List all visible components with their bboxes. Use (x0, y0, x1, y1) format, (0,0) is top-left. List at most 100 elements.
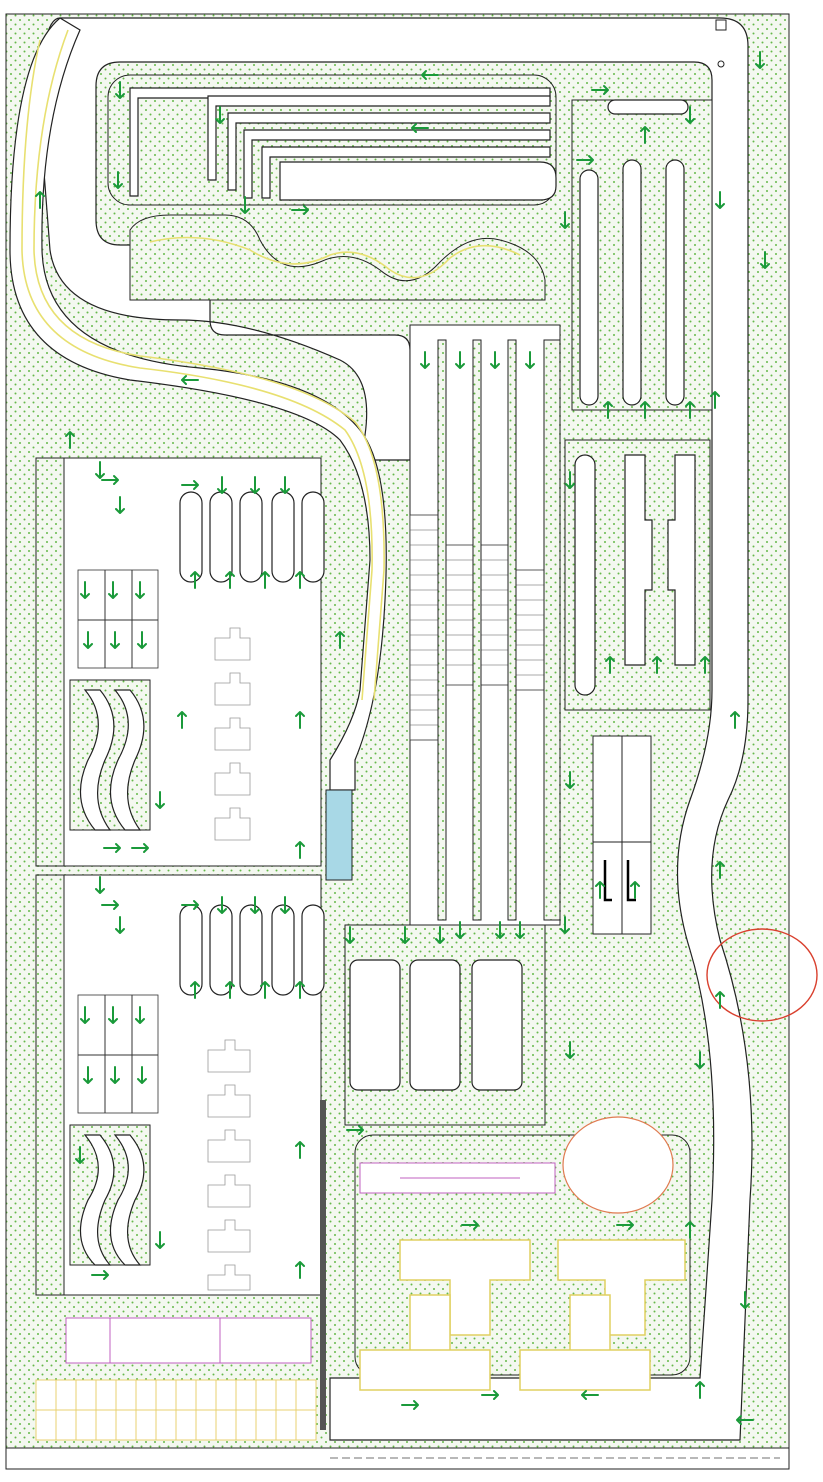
direction-arrow-icon (591, 85, 609, 95)
direction-arrow-icon (652, 656, 662, 674)
direction-arrow-icon (101, 900, 119, 910)
direction-arrows (35, 51, 770, 1425)
direction-arrow-icon (260, 571, 270, 589)
direction-arrow-icon (640, 401, 650, 419)
direction-arrow-icon (155, 791, 165, 809)
direction-arrow-icon (225, 571, 235, 589)
direction-arrow-icon (155, 1231, 165, 1249)
direction-arrow-icon (110, 1066, 120, 1084)
direction-arrow-icon (115, 81, 125, 99)
direction-arrow-icon (710, 391, 720, 409)
direction-arrow-icon (461, 1220, 479, 1230)
direction-arrow-icon (65, 431, 75, 449)
direction-arrow-icon (401, 1400, 419, 1410)
direction-arrow-icon (108, 1006, 118, 1024)
t-zone-2 (557, 1239, 686, 1336)
t-zone-3 (359, 1294, 491, 1391)
direction-arrow-icon (400, 926, 410, 944)
direction-arrow-icon (295, 841, 305, 859)
direction-arrow-icon (135, 1006, 145, 1024)
direction-arrow-icon (715, 191, 725, 209)
bottom-left-pink-box (65, 1317, 312, 1364)
direction-arrow-icon (345, 926, 355, 944)
direction-arrow-icon (131, 843, 149, 853)
direction-arrow-icon (755, 51, 765, 69)
cyan-marker-box (325, 789, 353, 881)
direction-arrow-icon (295, 1141, 305, 1159)
direction-arrow-icon (685, 401, 695, 419)
direction-arrow-icon (137, 1066, 147, 1084)
direction-arrow-icon (335, 631, 345, 649)
direction-arrow-icon (411, 123, 429, 133)
direction-arrow-icon (250, 896, 260, 914)
direction-arrow-icon (515, 921, 525, 939)
direction-arrow-icon (565, 471, 575, 489)
direction-arrow-icon (700, 656, 710, 674)
t-zone-4 (519, 1294, 651, 1391)
direction-arrow-icon (113, 171, 123, 189)
curved-road-main (9, 17, 387, 791)
direction-arrow-icon (295, 571, 305, 589)
direction-arrow-icon (565, 771, 575, 789)
direction-arrow-icon (736, 1415, 754, 1425)
direction-arrow-icon (295, 711, 305, 729)
direction-arrow-icon (181, 480, 199, 490)
direction-arrow-icon (80, 1006, 90, 1024)
direction-arrow-icon (35, 191, 45, 209)
direction-arrow-icon (685, 106, 695, 124)
bottom-entrance-road (5, 1447, 790, 1470)
direction-arrow-icon (740, 1291, 750, 1309)
direction-arrow-icon (260, 981, 270, 999)
direction-arrow-icon (95, 876, 105, 894)
direction-arrow-icon (75, 1146, 85, 1164)
orange-circle-zone (562, 1116, 674, 1214)
direction-arrow-icon (80, 581, 90, 599)
direction-arrow-icon (560, 211, 570, 229)
direction-arrow-icon (101, 475, 119, 485)
direction-arrow-icon (181, 375, 199, 385)
direction-arrow-icon (715, 991, 725, 1009)
direction-arrow-icon (435, 926, 445, 944)
direction-arrow-icon (103, 843, 121, 853)
direction-arrow-icon (581, 1390, 599, 1400)
direction-arrow-icon (560, 916, 570, 934)
direction-arrow-icon (346, 1125, 364, 1135)
direction-arrow-icon (83, 631, 93, 649)
direction-arrow-icon (715, 861, 725, 879)
direction-arrow-icon (215, 106, 225, 124)
direction-arrow-icon (108, 581, 118, 599)
red-circle-marker (706, 928, 818, 1022)
direction-arrow-icon (217, 896, 227, 914)
direction-arrow-icon (455, 921, 465, 939)
direction-arrow-icon (525, 351, 535, 369)
direction-arrow-icon (115, 916, 125, 934)
direction-arrow-icon (137, 631, 147, 649)
left-lower-t-stalls (207, 1039, 251, 1291)
direction-arrow-icon (280, 896, 290, 914)
direction-arrow-icon (217, 476, 227, 494)
direction-arrow-icon (181, 900, 199, 910)
direction-arrow-icon (455, 351, 465, 369)
left-lower-bays (77, 904, 325, 1114)
direction-arrow-icon (225, 981, 235, 999)
direction-arrow-icon (595, 881, 605, 899)
direction-arrow-icon (421, 70, 439, 80)
perimeter-road (39, 17, 753, 1441)
direction-arrow-icon (695, 1381, 705, 1399)
direction-arrow-icon (177, 711, 187, 729)
direction-arrow-icon (291, 205, 309, 215)
direction-arrow-icon (760, 251, 770, 269)
direction-arrow-icon (280, 476, 290, 494)
direction-arrow-icon (250, 476, 260, 494)
direction-arrow-icon (420, 351, 430, 369)
left-upper-t-stalls (214, 627, 251, 841)
direction-arrow-icon (576, 155, 594, 165)
direction-arrow-icon (730, 711, 740, 729)
direction-arrow-icon (95, 461, 105, 479)
s-curve-course (129, 214, 546, 301)
direction-arrow-icon (603, 401, 613, 419)
direction-arrow-icon (110, 631, 120, 649)
direction-arrow-icon (565, 1041, 575, 1059)
direction-arrow-icon (605, 656, 615, 674)
